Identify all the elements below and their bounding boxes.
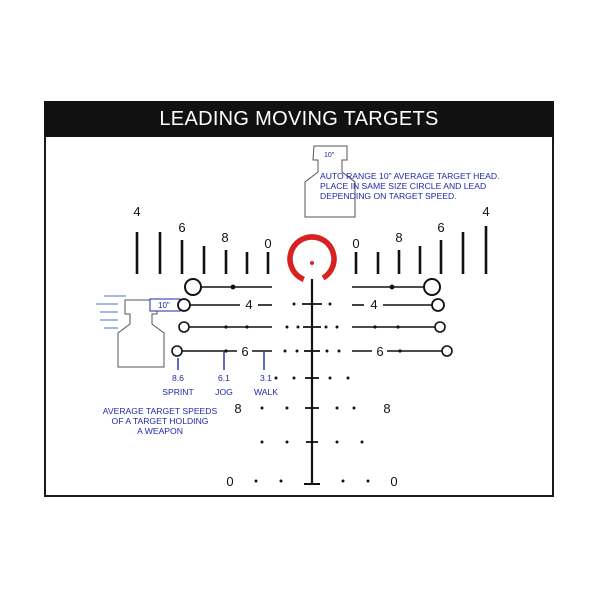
speed-name-jog: JOG: [215, 387, 233, 397]
lead-label-right-4: 4: [370, 297, 377, 312]
lead-dot: [224, 349, 228, 353]
center-red-dot: [310, 261, 314, 265]
drop-label-left-0: 0: [226, 474, 233, 489]
holdover-dot: [283, 349, 287, 353]
lead-circle: [184, 278, 202, 296]
stadia-label-right-8: 8: [395, 230, 402, 245]
body-target-silhouette: [117, 299, 165, 368]
drop-label-right-8: 8: [383, 401, 390, 416]
holdover-dot: [335, 406, 339, 410]
holdover-dot: [292, 302, 296, 306]
lead-circle: [431, 298, 445, 312]
speed-name-sprint: SPRINT: [162, 387, 194, 397]
holdover-dot: [260, 406, 264, 410]
crosshair-ticks: [302, 303, 322, 443]
speed-lines: [96, 295, 126, 329]
center-red-ring: [287, 234, 337, 284]
holdover-dot: [335, 440, 339, 444]
stadia-left: [135, 232, 270, 274]
holdover-dot: [295, 349, 299, 353]
lead-label-left-4: 4: [245, 297, 252, 312]
stadia-label-left-8: 8: [221, 230, 228, 245]
head-note: AUTO RANGE 10" AVERAGE TARGET HEAD. PLAC…: [320, 171, 520, 201]
diagram-frame: [44, 101, 554, 497]
lead-dots: [224, 284, 402, 353]
lead-circle: [177, 298, 191, 312]
holdover-dot: [285, 440, 289, 444]
lead-circle: [423, 278, 441, 296]
speed-markers: [177, 352, 265, 370]
title-bar: LEADING MOVING TARGETS: [44, 101, 554, 137]
lead-dot: [230, 284, 236, 290]
holdover-dot: [328, 302, 332, 306]
stadia-label-right-6: 6: [437, 220, 444, 235]
drop-label-left-8: 8: [234, 401, 241, 416]
holdover-dot: [360, 440, 364, 444]
speeds-note-line: A WEAPON: [137, 426, 183, 436]
holdover-dot: [328, 376, 332, 380]
holdover-dot: [335, 325, 339, 329]
lead-dot: [398, 349, 402, 353]
speed-value-walk: 3.1: [260, 373, 272, 383]
lead-dot: [396, 325, 400, 329]
holdover-dot: [325, 349, 329, 353]
head-target-label: 10": [324, 152, 335, 159]
lead-label-left-6: 6: [241, 344, 248, 359]
lead-dot: [389, 284, 395, 290]
holdover-dot: [285, 325, 289, 329]
lead-lines-right: [352, 278, 453, 357]
stadia-label-left-0: 0: [264, 236, 271, 251]
head-target-silhouette: [304, 145, 356, 218]
lead-circle: [171, 345, 183, 357]
speed-name-walk: WALK: [254, 387, 278, 397]
holdover-dots: [254, 302, 370, 483]
holdover-dot: [341, 479, 345, 483]
lead-circle: [178, 321, 190, 333]
holdover-dot: [296, 325, 300, 329]
lead-lines-left: [171, 278, 272, 357]
stadia-label-right-0: 0: [352, 236, 359, 251]
speed-value-sprint: 8.6: [172, 373, 184, 383]
lead-label-right-6: 6: [376, 344, 383, 359]
stadia-label-left-6: 6: [178, 220, 185, 235]
holdover-dot: [352, 406, 356, 410]
speeds-note-line: OF A TARGET HOLDING: [111, 416, 209, 426]
holdover-dot: [260, 440, 264, 444]
holdover-dot: [254, 479, 258, 483]
lead-dot: [373, 325, 377, 329]
head-note-line: PLACE IN SAME SIZE CIRCLE AND LEAD: [320, 181, 487, 191]
holdover-dot: [274, 376, 278, 380]
target-size-label: 10": [158, 301, 170, 310]
head-note-line: DEPENDING ON TARGET SPEED.: [320, 191, 457, 201]
holdover-dot: [366, 479, 370, 483]
holdover-dot: [346, 376, 350, 380]
holdover-dot: [337, 349, 341, 353]
lead-dot: [245, 325, 249, 329]
diagram-title: LEADING MOVING TARGETS: [159, 107, 439, 130]
holdover-dot: [285, 406, 289, 410]
holdover-dot: [279, 479, 283, 483]
lead-dot: [224, 325, 228, 329]
speeds-note-line: AVERAGE TARGET SPEEDS: [102, 406, 218, 416]
stadia-label-right-4: 4: [482, 204, 489, 219]
head-note-line: AUTO RANGE 10" AVERAGE TARGET HEAD.: [320, 171, 500, 181]
stadia-right: [354, 226, 488, 274]
holdover-dot: [324, 325, 328, 329]
lead-circle: [434, 321, 446, 333]
speed-value-jog: 6.1: [218, 373, 230, 383]
stadia-label-left-4: 4: [133, 204, 140, 219]
speeds-note: AVERAGE TARGET SPEEDS OF A TARGET HOLDIN…: [100, 406, 220, 436]
holdover-dot: [292, 376, 296, 380]
drop-label-right-0: 0: [390, 474, 397, 489]
lead-circle: [441, 345, 453, 357]
